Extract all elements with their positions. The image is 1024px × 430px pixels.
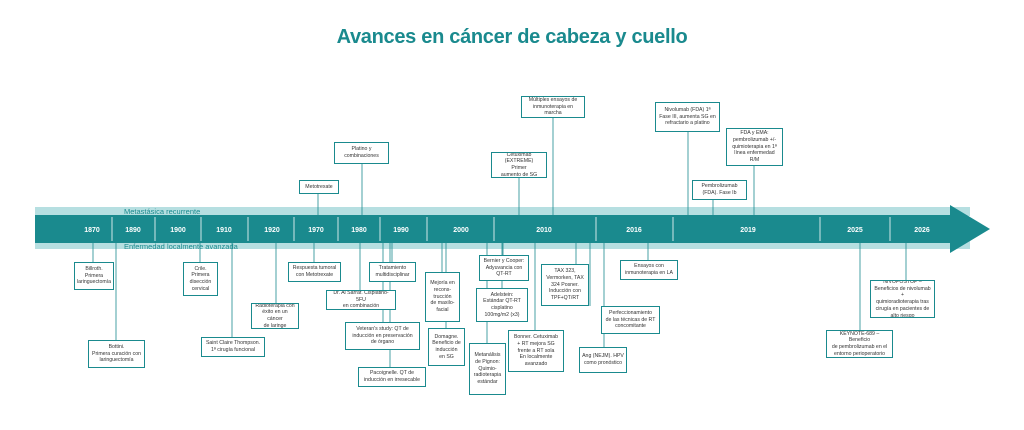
event-below: Veteran's study: QT de inducción en pres…	[345, 322, 420, 350]
lower-band	[35, 241, 970, 249]
year-label: 1920	[264, 227, 280, 234]
event-above: Pembrolizumab (FDA). Fase Ib	[692, 180, 747, 200]
event-below: Ensayos con inmunoterapia en LA	[620, 260, 678, 280]
upper-band-label: Metastásica recurrente	[124, 207, 200, 216]
lower-band-label: Enfermedad localmente avanzada	[124, 242, 239, 251]
timeline-arrow	[35, 205, 990, 253]
event-below: Respuesta tumoral con Metotrexate	[288, 262, 341, 282]
event-above: FDA y EMA: pembrolizumab +/- quimioterap…	[726, 128, 783, 166]
event-below: NIVOPOSTOP – Beneficios de nivolumab + q…	[870, 280, 935, 318]
event-below: Dr. Al Sarraf. Cisplatino-5FU en combina…	[326, 290, 396, 310]
event-below: Adelstein: Estándar QT-RT cisplatino 100…	[476, 288, 528, 322]
event-above: Nivolumab (FDA) 1ª Fase III, aumenta SG …	[655, 102, 720, 132]
year-label: 1990	[393, 227, 409, 234]
event-below: Pacoignelle. QT de inducción en irreseca…	[358, 367, 426, 387]
year-label: 1870	[84, 227, 100, 234]
year-label: 1900	[170, 227, 186, 234]
year-label: 2026	[914, 227, 930, 234]
event-below: Ang (NEJM). HPV como pronóstico	[579, 347, 627, 373]
event-below: Saint Claire Thompson. 1ª cirugía funcio…	[201, 337, 265, 357]
upper-band	[35, 207, 970, 216]
event-above: Cetuximab (EXTREME) Primer aumento de SG	[491, 152, 547, 178]
event-above: Metotrexate	[299, 180, 339, 194]
year-label: 2019	[740, 227, 756, 234]
year-label: 1910	[216, 227, 232, 234]
year-label: 1980	[351, 227, 367, 234]
event-below: Perfeccionamiento de las técnicas de RT …	[601, 306, 660, 334]
event-below: Bonner. Cetuximab + RT mejora SG frente …	[508, 330, 564, 372]
page-title: Avances en cáncer de cabeza y cuello	[336, 26, 688, 48]
event-below: Bottini. Primera curación con laringuect…	[88, 340, 145, 368]
event-below: Mejoría en recons- trucción de maxilo- f…	[425, 272, 460, 322]
year-label: 2010	[536, 227, 552, 234]
year-label: 1970	[308, 227, 324, 234]
event-below: Crile. Primera disección cervical	[183, 262, 218, 296]
year-label: 1890	[125, 227, 141, 234]
event-below: Tratamiento multidisciplinar	[369, 262, 416, 282]
event-below: TAX 323, Vermorken, TAX 324 Posner. Indu…	[541, 264, 589, 306]
event-below: Billroth. Primera laringuectomía	[74, 262, 114, 290]
event-above: Múltiples ensayos de inmunoterapia en ma…	[521, 96, 585, 118]
year-label: 2025	[847, 227, 863, 234]
event-below: KEYNOTE-689 – Beneficio de pembrolizumab…	[826, 330, 893, 358]
year-label: 2016	[626, 227, 642, 234]
year-label: 2000	[453, 227, 469, 234]
event-below: Metanálisis de Pignon: Quimio- radiotera…	[469, 343, 506, 395]
event-below: Radioterapia con éxito en un cáncer de l…	[251, 303, 299, 329]
event-above: Platino y combinaciones	[334, 142, 389, 164]
event-below: Bernier y Cooper: Adyuvancia con QT-RT	[479, 255, 529, 281]
event-below: Domagne. Beneficio de inducción en SG	[428, 328, 465, 366]
